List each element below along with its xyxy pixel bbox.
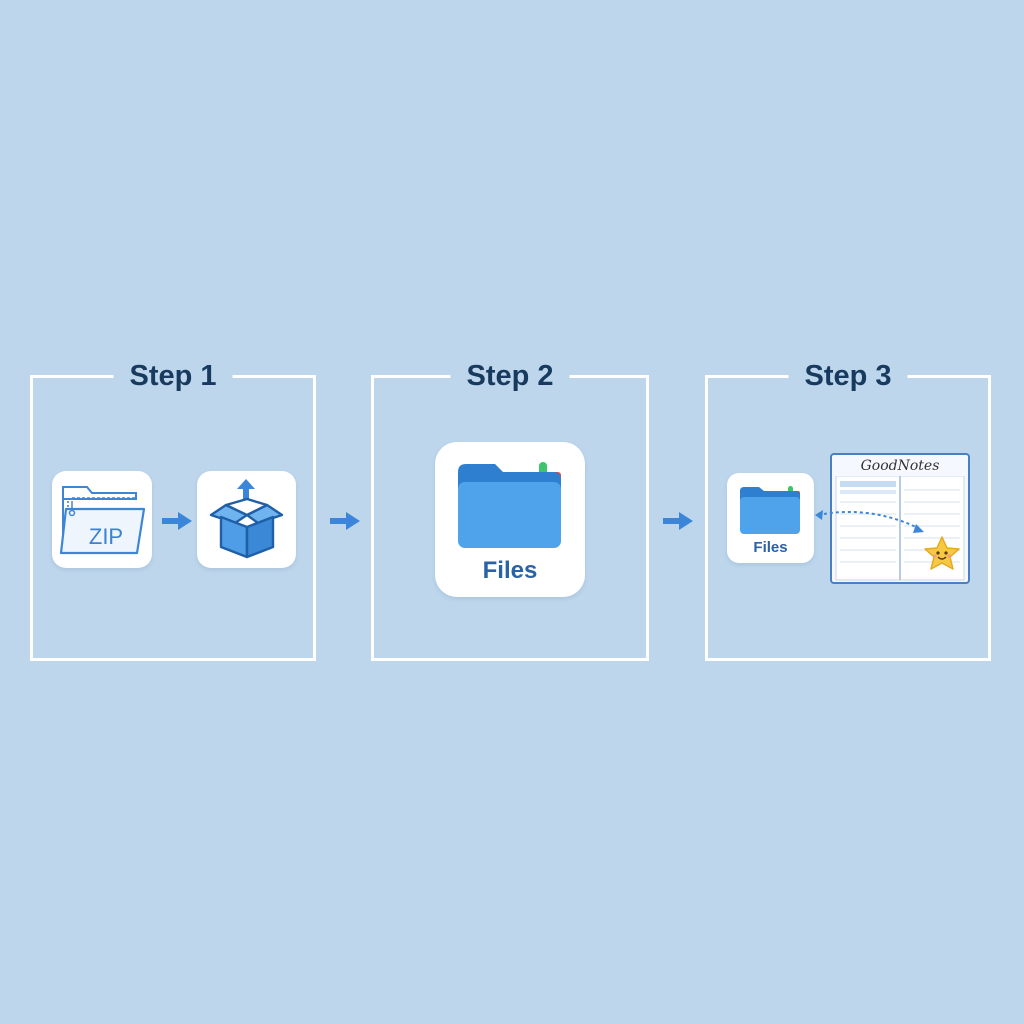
files-folder-icon: [458, 462, 561, 548]
files-label: Files: [482, 557, 538, 584]
open-box-icon: [209, 479, 284, 559]
notebook-title: GoodNotes: [860, 458, 940, 474]
step-2-title: Step 2: [450, 356, 570, 396]
files-app-card: Files: [435, 442, 585, 597]
files-folder-icon: [740, 486, 800, 534]
arrow-icon: [330, 512, 360, 530]
step-3-frame: Step 3: [705, 356, 991, 661]
files-app-card-small: Files: [727, 473, 814, 563]
arrow-icon: [663, 512, 693, 530]
arrow-icon: [162, 512, 192, 530]
zip-label: ZIP: [88, 524, 124, 549]
transfer-arrow: [815, 510, 924, 533]
step-3-title: Step 3: [788, 356, 908, 396]
star-sticker-icon: [924, 536, 960, 570]
extract-box-card: [197, 471, 296, 568]
zip-folder-icon: [59, 486, 146, 555]
step-1-frame: Step 1: [30, 356, 316, 661]
files-label-small: Files: [753, 539, 788, 556]
zip-folder-card: ZIP: [52, 471, 152, 568]
step-2-frame: Step 2: [371, 356, 649, 661]
step-1-title: Step 1: [113, 356, 233, 396]
